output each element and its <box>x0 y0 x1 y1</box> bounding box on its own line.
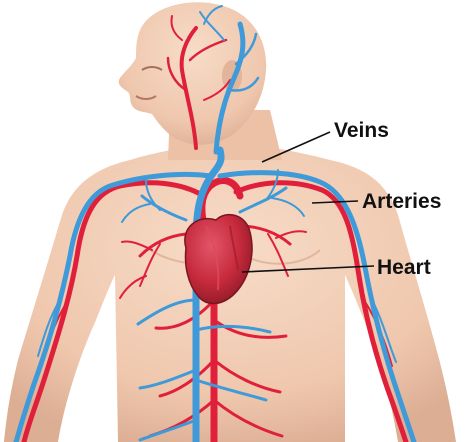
veins-label: Veins <box>334 120 389 141</box>
arteries-label: Arteries <box>362 191 441 212</box>
heart-label: Heart <box>377 257 431 278</box>
